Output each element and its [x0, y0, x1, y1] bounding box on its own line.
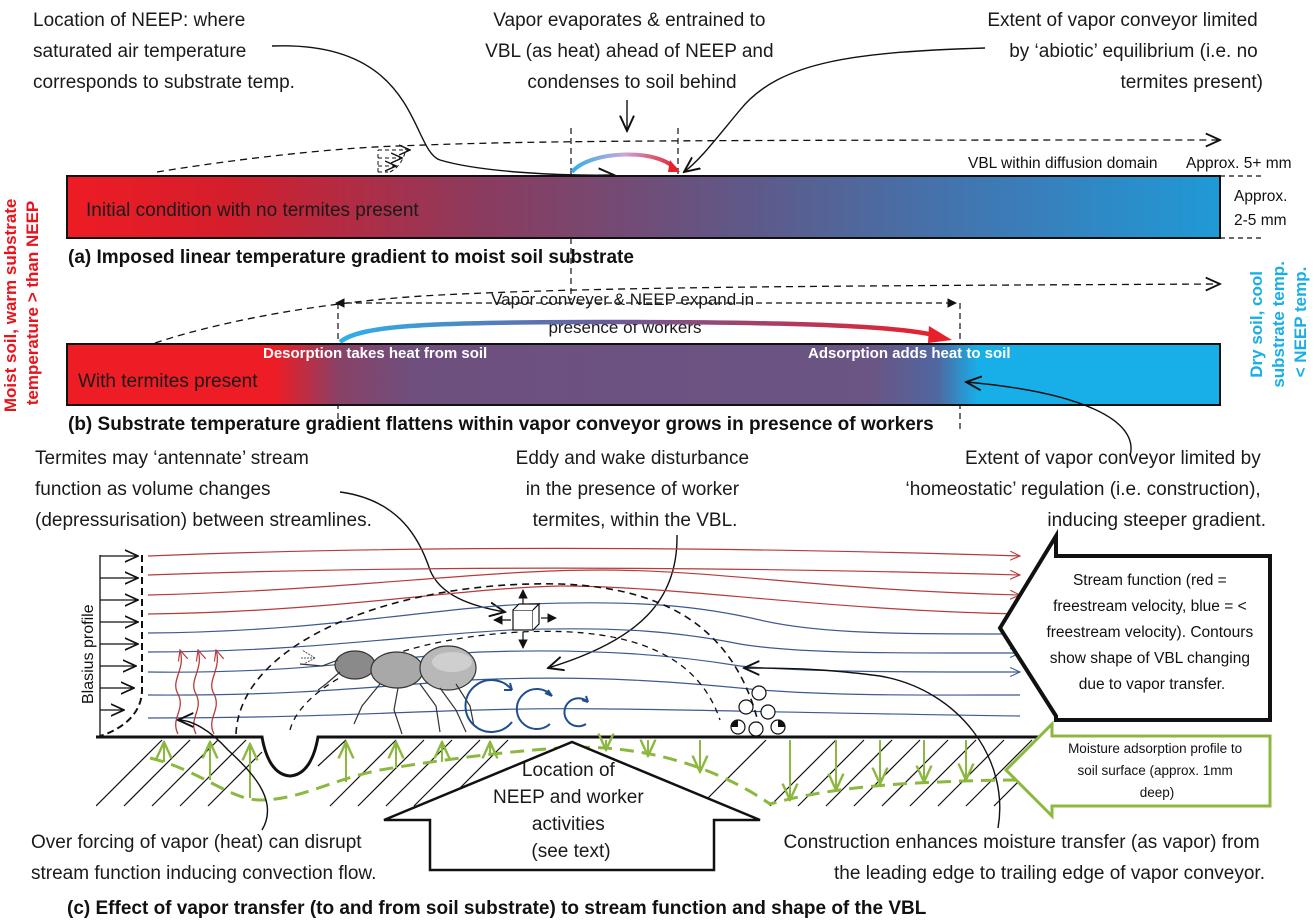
substrate-bar-b [66, 343, 1221, 406]
moisture-up-arrows [164, 742, 490, 798]
vbl-dome-inner [289, 630, 721, 731]
adsorption-label: Adsorption adds heat to soil [808, 345, 1011, 362]
blasius-small-arrows [377, 148, 410, 173]
stream-function-arrow-box [997, 528, 1272, 722]
convection-wavy-lines [175, 650, 218, 735]
construction-particles [730, 685, 786, 737]
extent-abiotic-annotation: Extent of vapor conveyor limited by ‘abi… [987, 10, 1263, 93]
bar-b-inner-label: With termites present [78, 371, 258, 392]
eddy-leader-line [548, 534, 678, 668]
right-side-label: Dry soil, cool substrate temp. < NEEP te… [1247, 256, 1310, 387]
neep-worker-location-text: Location of NEEP and worker activities (… [493, 760, 649, 862]
vapor-evaporates-annotation: Vapor evaporates & entrained to VBL (as … [485, 10, 779, 93]
vapor-arc-b-head [928, 326, 952, 343]
stream-function-box-text: Stream function (red = freestream veloci… [1046, 572, 1257, 693]
construction-enhances-annotation: Construction enhances moisture transfer … [783, 832, 1265, 884]
neep-location-arrow [383, 740, 761, 872]
blasius-label: Blasius profile [80, 604, 97, 704]
caption-b: (b) Substrate temperature gradient flatt… [68, 414, 934, 435]
panel-c: Termites may ‘antennate’ stream function… [31, 382, 1272, 919]
caption-a: (a) Imposed linear temperature gradient … [68, 247, 634, 268]
termites-antennate-annotation: Termites may ‘antennate’ stream function… [35, 448, 372, 531]
moisture-down-arrows [606, 740, 966, 800]
pressure-cube-icon [493, 589, 557, 649]
approx-2-5mm-label: Approx. 2-5 mm [1234, 188, 1292, 229]
neep-location-annotation: Location of NEEP: where saturated air te… [33, 10, 295, 93]
vapor-arc-b [338, 319, 939, 344]
abiotic-leader-line [684, 47, 986, 172]
over-forcing-leader-line [178, 720, 269, 831]
caption-c: (c) Effect of vapor transfer (to and fro… [67, 898, 927, 919]
substrate-bar-a [66, 175, 1221, 239]
antennate-leader-line [339, 491, 505, 612]
red-streamlines [147, 547, 1020, 615]
eddy-wake-annotation: Eddy and wake disturbance in the presenc… [516, 448, 755, 531]
bar-a-inner-label: Initial condition with no termites prese… [86, 200, 419, 221]
panel-b: Vapor conveyer & NEEP expand in presence… [66, 284, 1221, 435]
approx-5mm-label: Approx. 5+ mm [1186, 155, 1292, 172]
eddy-vortices [464, 679, 589, 733]
vapor-conveyer-expand-label: Vapor conveyer & NEEP expand in presence… [491, 290, 759, 337]
construction-leader-line [744, 668, 1001, 829]
homeostatic-leader-line [966, 382, 1132, 457]
panel-a: Location of NEEP: where saturated air te… [33, 10, 1292, 300]
soil-surface-line [96, 735, 1076, 778]
desorption-label: Desorption takes heat from soil [263, 345, 487, 362]
vbl-dashed-boundary [156, 140, 1220, 173]
extent-homeostatic-annotation: Extent of vapor conveyor limited by ‘hom… [906, 448, 1266, 531]
vbl-within-label: VBL within diffusion domain [968, 155, 1158, 172]
neep-leader-line [271, 45, 614, 175]
moisture-adsorption-box-text: Moisture adsorption profile to soil surf… [1068, 741, 1246, 800]
left-side-label: Moist soil, warm substrate temperature >… [1, 194, 42, 412]
vbl-dome-outer [235, 583, 761, 735]
vapor-arc-a [570, 152, 678, 174]
over-forcing-annotation: Over forcing of vapor (heat) can disrupt… [31, 832, 376, 884]
termite-worker-icon [299, 645, 477, 735]
vapor-arc-a-head [668, 160, 680, 172]
vbl-dashed-boundary-b [154, 284, 1220, 344]
moisture-adsorption-arrow-box [1003, 720, 1272, 820]
blasius-profile: Blasius profile [80, 555, 143, 737]
